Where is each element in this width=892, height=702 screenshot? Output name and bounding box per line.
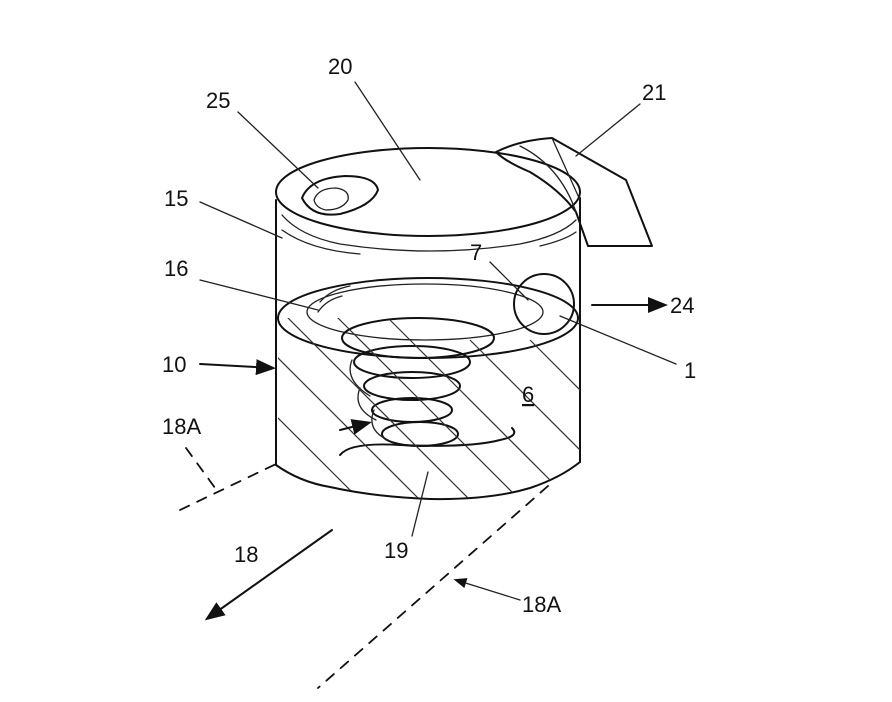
reference-labels: 20 25 21 15 7 16 24 10 1 6 18A 18 19 18A	[162, 54, 696, 617]
label-18: 18	[234, 542, 258, 567]
label-7: 7	[470, 240, 482, 265]
spiral-funnel	[339, 317, 516, 456]
label-10: 10	[162, 352, 186, 377]
label-6: 6	[522, 382, 534, 407]
pour-opening	[301, 175, 379, 216]
label-15: 15	[164, 186, 188, 211]
label-18a-right: 18A	[522, 592, 561, 617]
section-lines	[179, 447, 549, 689]
label-18a-left: 18A	[162, 414, 201, 439]
liquid-hatching	[278, 318, 580, 499]
label-24: 24	[670, 293, 694, 318]
float-ball	[513, 273, 581, 335]
label-16: 16	[164, 256, 188, 281]
label-19: 19	[384, 538, 408, 563]
label-20: 20	[328, 54, 352, 79]
label-1: 1	[684, 358, 696, 383]
lid	[275, 147, 581, 255]
arrows	[199, 297, 668, 621]
pull-tab	[495, 137, 653, 247]
label-25: 25	[206, 88, 230, 113]
leader-lines	[199, 81, 677, 537]
cylinder-body	[275, 197, 581, 501]
label-21: 21	[642, 80, 666, 105]
